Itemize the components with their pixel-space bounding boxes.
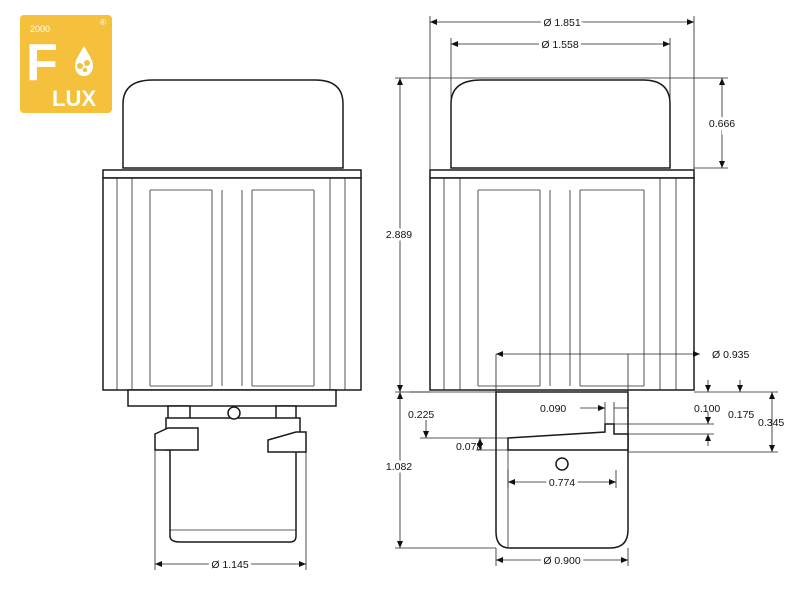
right-cap (450, 79, 671, 169)
logo-background (20, 15, 112, 113)
right-hole (555, 457, 569, 471)
left-cap-flange (102, 169, 362, 179)
label-0090: 0.090 (540, 403, 566, 415)
label-0175: 0.175 (728, 409, 754, 421)
label-1082: 1.082 (386, 461, 412, 473)
logo-text-lux: LUX (52, 86, 96, 111)
label-total-height: 2.889 (386, 229, 412, 241)
left-finned-body (102, 177, 362, 391)
label-cap-height: 0.666 (709, 118, 735, 130)
logo-registered-mark: ® (100, 18, 106, 27)
label-0078: 0.078 (456, 441, 482, 453)
flux-logo: 2000 ® F LUX (20, 15, 112, 113)
left-tab-left (154, 427, 199, 451)
label-base-diameter-left: Ø 1.145 (211, 559, 249, 571)
left-view (102, 79, 362, 543)
logo-letter-f: F (26, 34, 58, 92)
right-finned-body (429, 177, 695, 391)
left-fins (116, 178, 346, 390)
droplet-icon (75, 46, 93, 76)
left-base-plate (127, 389, 337, 407)
left-cap (122, 79, 344, 169)
label-0774: 0.774 (549, 477, 575, 489)
dimension-lines (154, 16, 778, 570)
label-inner-diameter: Ø 0.935 (712, 349, 750, 361)
label-0345: 0.345 (758, 417, 784, 429)
label-cap-diameter: Ø 1.558 (541, 39, 579, 51)
left-hole (227, 406, 241, 420)
label-outer-diameter: Ø 1.851 (543, 17, 581, 29)
dimension-labels: Ø 1.851 Ø 1.558 0.666 2.889 Ø 0.935 0.09… (208, 14, 784, 574)
right-cap-flange (429, 169, 695, 179)
label-0100: 0.100 (694, 403, 720, 415)
label-base-diameter-right: Ø 0.900 (543, 555, 581, 567)
right-tab (507, 423, 629, 451)
left-lower-housing (165, 417, 301, 543)
left-tab-right (267, 431, 307, 453)
label-0225: 0.225 (408, 409, 434, 421)
logo-year: 2000 (30, 24, 50, 34)
